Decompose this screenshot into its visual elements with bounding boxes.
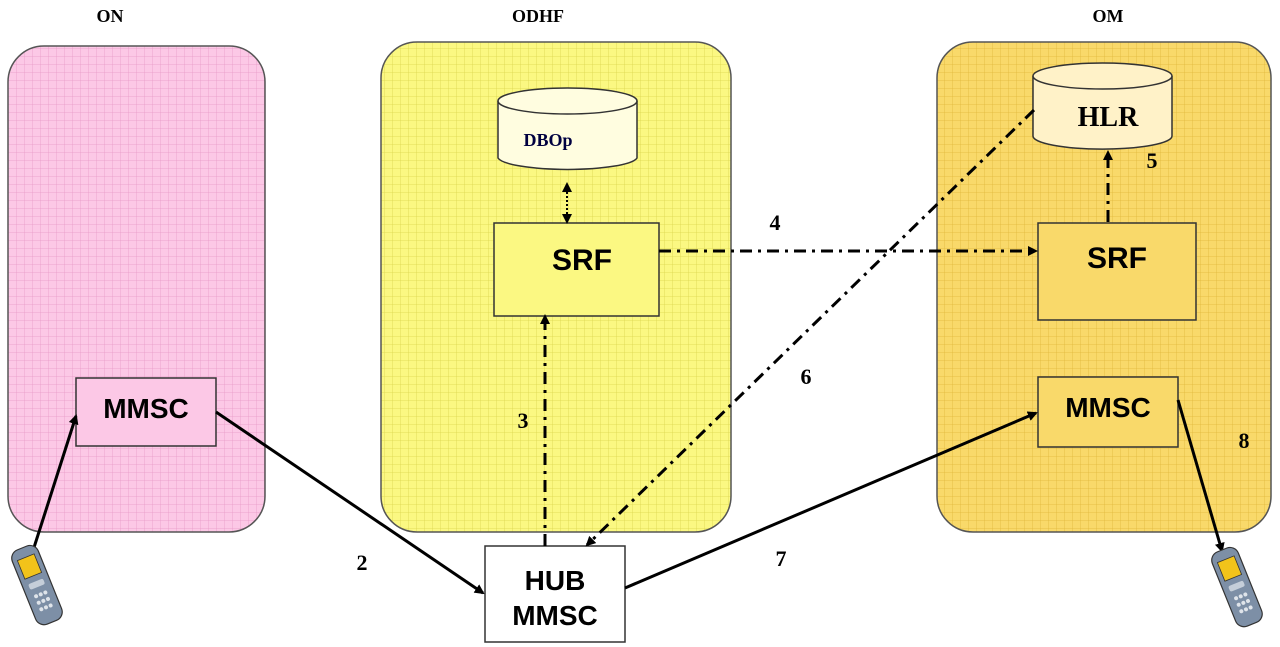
srf-odhf-box xyxy=(493,222,660,317)
mmsc-on-box xyxy=(75,377,217,447)
step-5-label: 5 xyxy=(1147,148,1158,173)
mobile-phone-icon xyxy=(11,544,63,626)
hub-mmsc-box xyxy=(484,545,626,643)
hub-mmsc-label-line2: MMSC xyxy=(512,600,598,631)
step-2-label: 2 xyxy=(357,550,368,575)
step-8-label: 8 xyxy=(1239,428,1250,453)
srf-odhf-label: SRF xyxy=(552,244,612,277)
step-3-label: 3 xyxy=(518,408,529,433)
domain-odhf-label: ODHF xyxy=(512,6,564,26)
hub-mmsc-label-line1: HUB xyxy=(525,565,586,596)
step-6-label: 6 xyxy=(801,364,812,389)
srf-om-label: SRF xyxy=(1087,242,1147,275)
step-4-label: 4 xyxy=(770,210,781,235)
dbop-label: DBOp xyxy=(523,130,572,150)
mmsc-on-label: MMSC xyxy=(103,393,189,424)
mmsc-om-box xyxy=(1037,376,1179,448)
domain-on-panel xyxy=(7,45,266,533)
step-8-arrow xyxy=(1176,399,1225,553)
hlr-label: HLR xyxy=(1078,102,1139,133)
step-7-label: 7 xyxy=(776,546,787,571)
srf-om-box xyxy=(1037,222,1197,321)
mobile-phone-icon xyxy=(1211,546,1263,628)
hlr-database-icon xyxy=(1032,62,1173,150)
step-7-arrow xyxy=(624,411,1038,590)
dbop-database-icon xyxy=(497,87,638,171)
domain-om-label: OM xyxy=(1093,6,1124,26)
domain-on-label: ON xyxy=(97,6,124,26)
step-2-arrow xyxy=(215,410,485,595)
mmsc-om-label: MMSC xyxy=(1065,392,1151,423)
step-1-arrow xyxy=(28,414,79,561)
step-6-arrow xyxy=(585,108,1036,547)
